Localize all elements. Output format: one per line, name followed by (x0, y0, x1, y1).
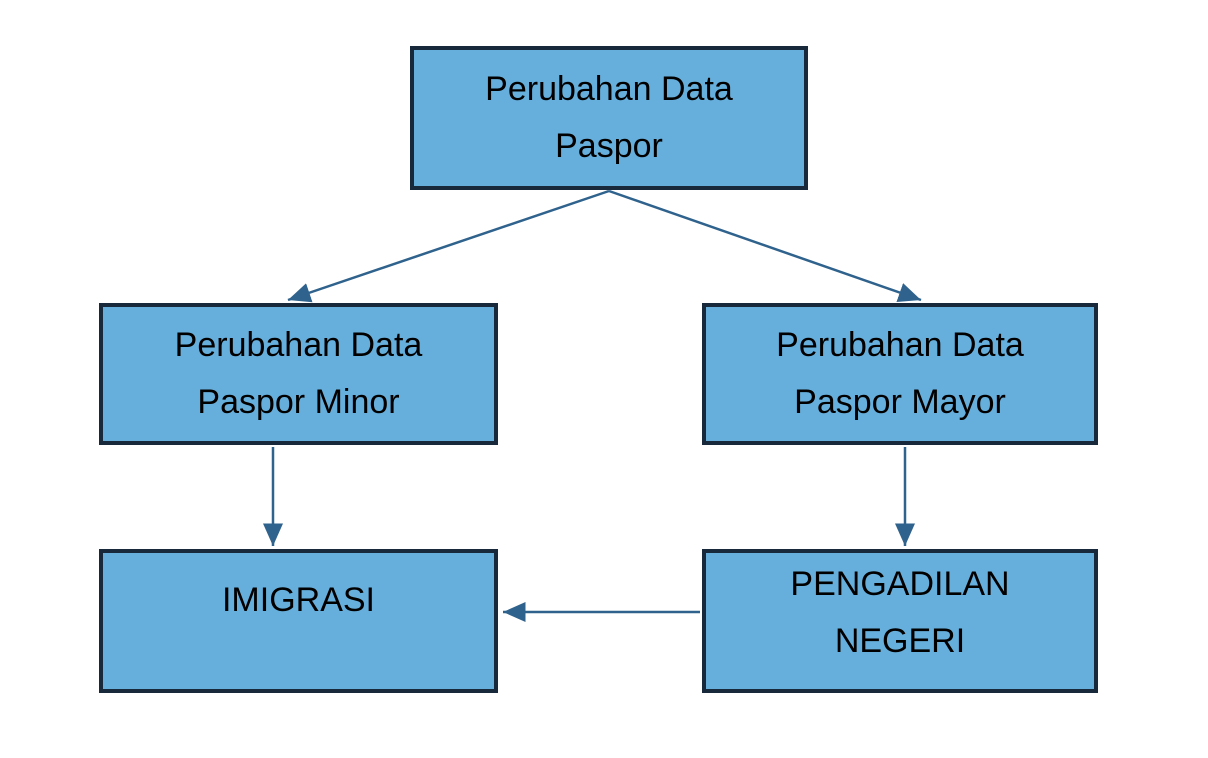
node-pengadilan-negeri: PENGADILAN NEGERI (702, 549, 1098, 693)
arrow-root-to-minor (287, 189, 610, 303)
node-label-line: Perubahan Data (174, 326, 423, 364)
node-label-line: IMIGRASI (221, 580, 376, 619)
node-perubahan-data-paspor-mayor: Perubahan Data Paspor Mayor (702, 303, 1098, 445)
node-imigrasi: IMIGRASI (99, 549, 498, 693)
node-label-line: NEGERI (834, 622, 966, 660)
node-label-line: Paspor (555, 127, 663, 165)
node-label-line: Paspor Mayor (794, 383, 1006, 421)
node-perubahan-data-paspor-minor: Perubahan Data Paspor Minor (99, 303, 498, 445)
node-label-line: PENGADILAN (790, 565, 1010, 603)
node-perubahan-data-paspor: Perubahan Data Paspor (410, 46, 808, 190)
node-label-line: Perubahan Data (776, 326, 1024, 364)
arrow-root-to-mayor (608, 189, 922, 303)
node-label-line: Perubahan Data (485, 70, 733, 108)
node-label-line: Paspor Minor (197, 383, 400, 421)
